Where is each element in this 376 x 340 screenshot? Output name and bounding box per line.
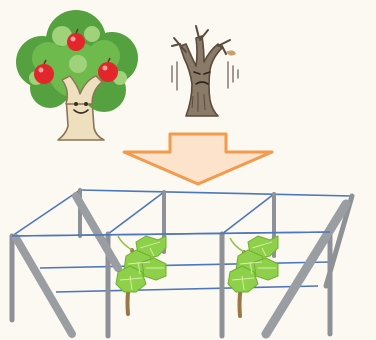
- shiver-lines-icon: [171, 61, 239, 91]
- vineyard-trellis-icon: [9, 188, 355, 339]
- down-arrow-icon: [122, 132, 274, 186]
- trellis-front-posts: [9, 192, 351, 339]
- apple-tree-trunk-upper: [61, 75, 103, 105]
- withered-tree-branches: [171, 25, 231, 55]
- withered-tree-trunk: [179, 35, 223, 117]
- apple-tree-icon: [16, 10, 138, 141]
- falling-leaf-icon: [226, 50, 236, 56]
- apple-fruit-icons: [34, 28, 118, 84]
- withered-tree-face: [193, 71, 211, 85]
- apple-tree-face: [73, 102, 89, 114]
- withered-tree-icon: [171, 25, 239, 117]
- apple-icon: [98, 57, 118, 82]
- grapevine-icon: [115, 235, 167, 316]
- apple-icon: [34, 59, 54, 84]
- apple-icon: [67, 28, 85, 51]
- grapevine-icon: [227, 235, 279, 318]
